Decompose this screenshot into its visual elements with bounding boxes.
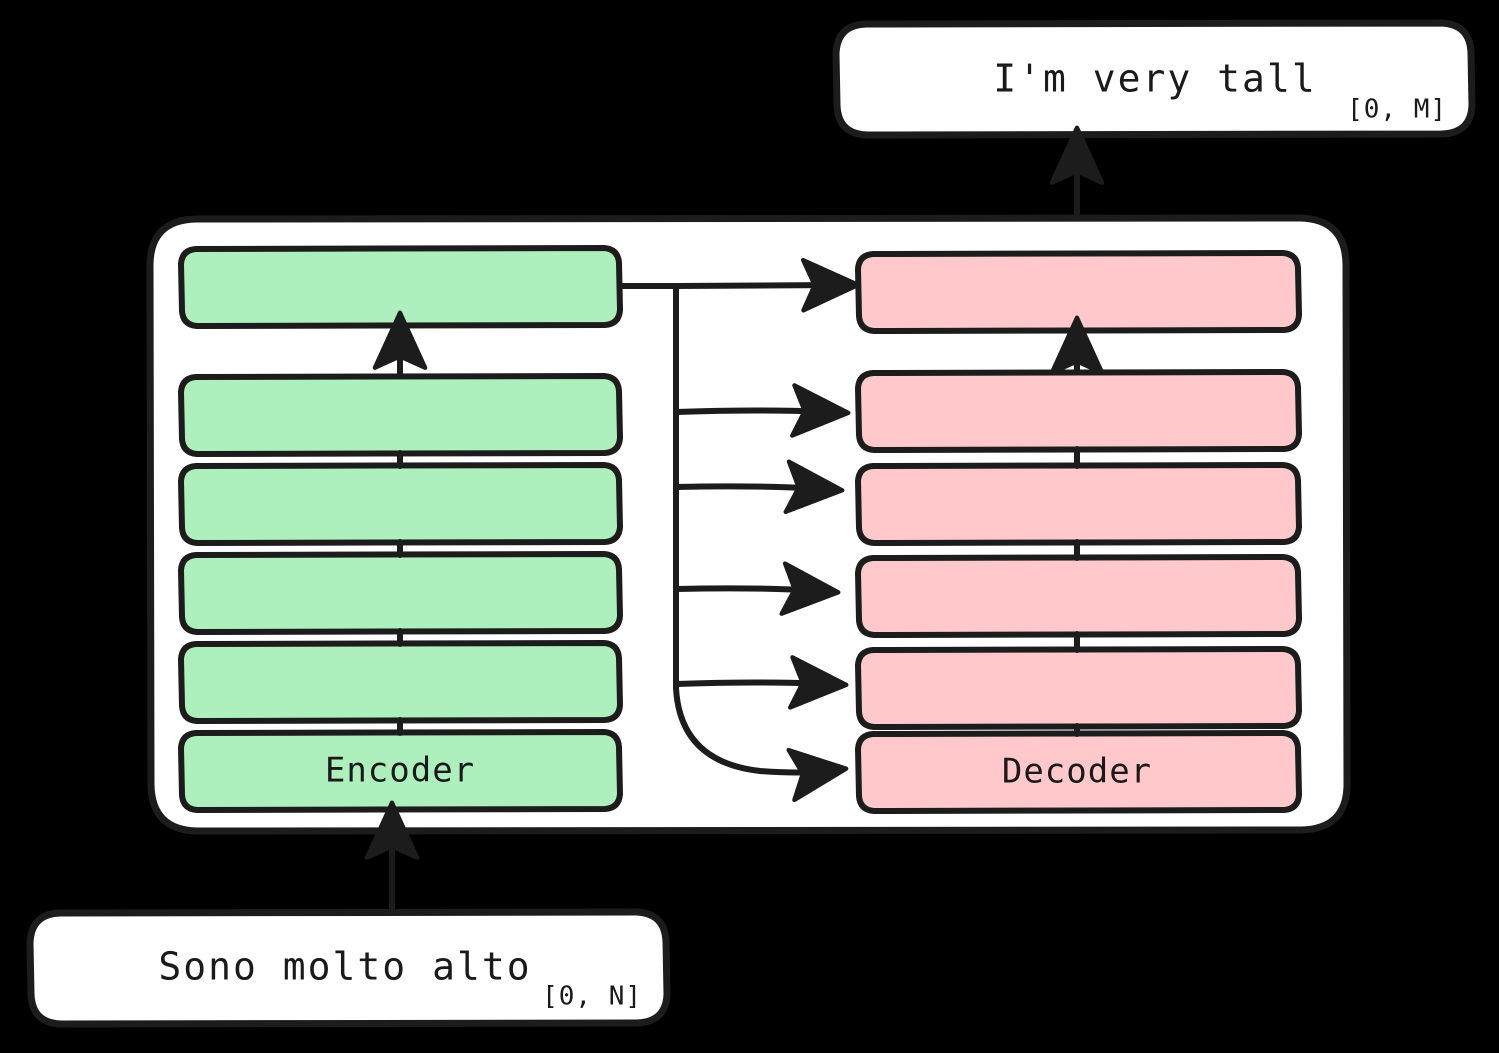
output-node: I'm very tall [0, M] bbox=[832, 19, 1476, 139]
decoder-layer-3 bbox=[855, 462, 1302, 546]
cross-attention-arrow-2 bbox=[673, 383, 851, 438]
decoder-stack: Decoder bbox=[855, 250, 1302, 814]
decoder-layer-1 bbox=[855, 250, 1302, 334]
cross-attention-arrow-4 bbox=[673, 561, 841, 616]
output-node-range: [0, M] bbox=[1347, 95, 1447, 125]
encoder-layer-6 bbox=[178, 729, 623, 813]
encoder-label: Encoder bbox=[325, 751, 475, 791]
decoder-layer-4 bbox=[855, 554, 1302, 638]
encoder-layer-4 bbox=[178, 551, 623, 635]
encoder-layer-5 bbox=[178, 640, 623, 724]
encoder-stack: Encoder bbox=[178, 245, 623, 813]
cross-attention-arrow-6 bbox=[673, 685, 849, 803]
input-node-shape bbox=[26, 908, 671, 1028]
decoder-layer-6 bbox=[855, 730, 1302, 814]
cross-attention-arrow-1 bbox=[673, 257, 861, 313]
input-node-range: [0, N] bbox=[542, 982, 642, 1012]
input-node: Sono molto alto [0, N] bbox=[26, 908, 671, 1028]
encoder-layer-3 bbox=[178, 462, 623, 546]
encoder-layer-1 bbox=[178, 245, 623, 329]
input-node-text: Sono molto alto bbox=[158, 945, 531, 989]
cross-attention-arrow-5 bbox=[673, 655, 849, 710]
cross-attention-arrow-3 bbox=[673, 459, 845, 515]
decoder-label: Decoder bbox=[1002, 752, 1152, 792]
encoder-layer-2 bbox=[178, 373, 623, 457]
output-node-text: I'm very tall bbox=[993, 57, 1316, 101]
cross-attention-connectors bbox=[617, 257, 861, 803]
output-node-shape bbox=[832, 19, 1476, 139]
decoder-layer-5 bbox=[855, 646, 1302, 730]
decoder-layer-2 bbox=[855, 369, 1302, 453]
